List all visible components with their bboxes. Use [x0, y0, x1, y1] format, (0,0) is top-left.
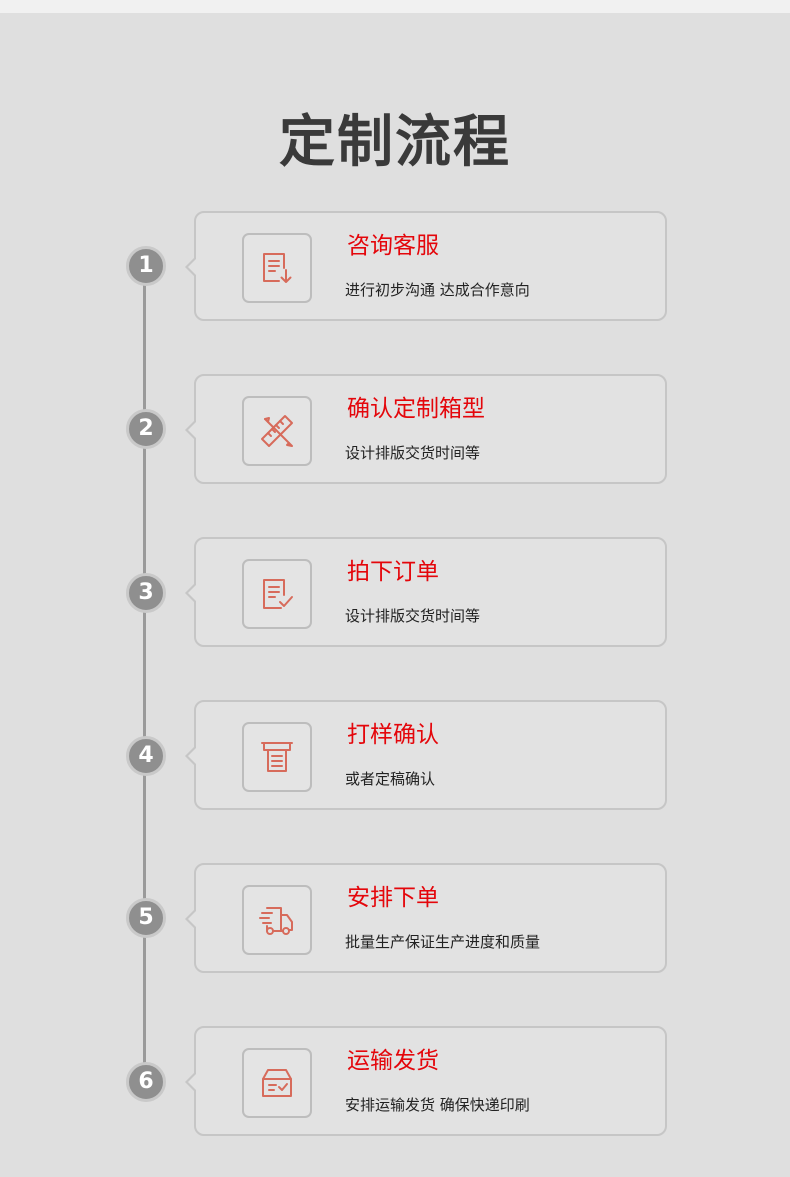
- step-description: 批量生产保证生产进度和质量: [345, 933, 541, 951]
- step-title: 运输发货: [347, 1048, 439, 1074]
- page-title: 定制流程: [279, 110, 511, 175]
- ruler-pencil-icon: [242, 396, 312, 466]
- step-title: 打样确认: [347, 722, 439, 748]
- step-description: 设计排版交货时间等: [345, 444, 481, 462]
- delivery-truck-icon: [242, 885, 312, 955]
- step-number-2: 2: [126, 409, 166, 449]
- step-card-3: 拍下订单 设计排版交货时间等: [185, 537, 667, 647]
- package-box-icon: [242, 1048, 312, 1118]
- step-number-3: 3: [126, 573, 166, 613]
- step-title: 安排下单: [347, 885, 439, 911]
- step-card-2: 确认定制箱型 设计排版交货时间等: [185, 374, 667, 484]
- printer-receipt-icon: [242, 722, 312, 792]
- step-number-5: 5: [126, 898, 166, 938]
- step-number-4: 4: [126, 736, 166, 776]
- step-number-1: 1: [126, 246, 166, 286]
- step-number-6: 6: [126, 1062, 166, 1102]
- timeline-line: [143, 265, 146, 1081]
- document-check-icon: [242, 559, 312, 629]
- step-description: 设计排版交货时间等: [345, 607, 481, 625]
- step-card-5: 安排下单 批量生产保证生产进度和质量: [185, 863, 667, 973]
- step-card-6: 运输发货 安排运输发货 确保快递印刷: [185, 1026, 667, 1136]
- step-title: 咨询客服: [347, 233, 439, 259]
- step-description: 或者定稿确认: [345, 770, 436, 788]
- step-description: 安排运输发货 确保快递印刷: [345, 1096, 530, 1114]
- step-title: 确认定制箱型: [347, 396, 485, 422]
- step-title: 拍下订单: [347, 559, 439, 585]
- step-card-4: 打样确认 或者定稿确认: [185, 700, 667, 810]
- document-download-icon: [242, 233, 312, 303]
- top-strip: [0, 0, 790, 13]
- step-description: 进行初步沟通 达成合作意向: [345, 281, 530, 299]
- step-card-1: 咨询客服 进行初步沟通 达成合作意向: [185, 211, 667, 321]
